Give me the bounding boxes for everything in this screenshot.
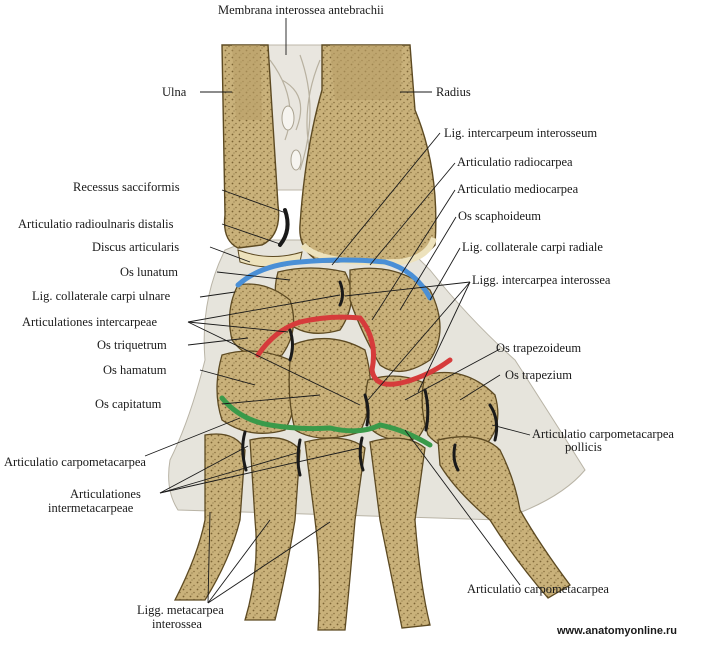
label-ligg-intercarpea: Ligg. intercarpea interossea [472,273,611,287]
label-art-mediocarpea: Articulatio mediocarpea [457,182,579,196]
label-art-intercarpeae: Articulationes intercarpeae [22,315,157,329]
label-art-carpometacarpea-left: Articulatio carpometacarpea [4,455,146,469]
ulna-bone [221,44,280,249]
label-art-intermetacarpeae-1: Articulationes [70,487,141,501]
label-os-scaphoideum: Os scaphoideum [458,209,541,223]
label-ligg-metacarpea-2: interossea [152,617,202,631]
label-ligg-metacarpea-1: Ligg. metacarpea [137,603,224,617]
radiocarpal-joint-line [235,257,433,301]
label-lig-coll-radiale: Lig. collaterale carpi radiale [462,240,603,254]
leader-lines [144,18,531,604]
label-os-lunatum: Os lunatum [120,265,178,279]
label-art-cm-pollicis-2: pollicis [565,440,602,454]
label-membrana: Membrana interossea antebrachii [218,3,384,17]
label-recessus: Recessus sacciformis [73,180,180,194]
label-discus: Discus articularis [92,240,179,254]
label-os-capitatum: Os capitatum [95,397,162,411]
label-radius: Radius [436,85,471,99]
joint-clefts [241,280,499,477]
label-lig-intercarpeum: Lig. intercarpeum interosseum [444,126,597,140]
label-art-intermetacarpeae-2: intermetacarpeae [48,501,134,515]
watermark: www.anatomyonline.ru [556,625,677,637]
label-os-trapezoideum: Os trapezoideum [496,341,581,355]
recessus-sacciformis-shape [278,208,290,247]
label-art-carpometacarpea-bottom: Articulatio carpometacarpea [467,582,609,596]
label-os-trapezium: Os trapezium [505,368,572,382]
os-capitatum-shape [288,337,372,439]
radius-bone [299,44,437,266]
label-art-cm-pollicis-1: Articulatio carpometacarpea [532,427,674,441]
carpometacarpal-joint-line [219,395,433,448]
label-os-triquetrum: Os triquetrum [97,338,167,352]
label-art-radioulnaris: Articulatio radioulnaris distalis [18,217,174,231]
label-ulna: Ulna [162,85,187,99]
labels: Membrana interossea antebrachii Ulna Rad… [4,3,677,637]
midcarpal-joint-line [255,314,453,387]
os-triquetrum-shape [228,283,295,359]
label-art-radiocarpea: Articulatio radiocarpea [457,155,573,169]
label-os-hamatum: Os hamatum [103,363,167,377]
label-lig-coll-ulnare: Lig. collaterale carpi ulnare [32,289,171,303]
